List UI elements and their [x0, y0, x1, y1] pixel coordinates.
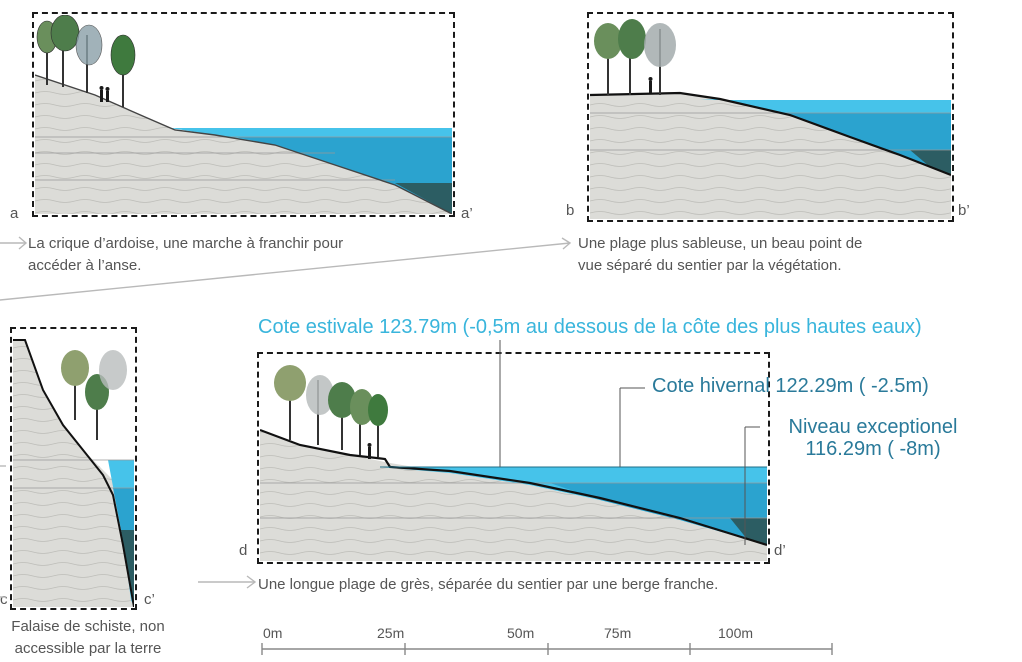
section-b-caption: Une plage plus sableuse, un beau point d…	[578, 233, 998, 277]
scale-tick-50: 50m	[507, 625, 535, 641]
person-icon	[648, 77, 653, 93]
tree-group-icon	[594, 19, 676, 95]
section-d-right-label: d’	[774, 542, 786, 559]
section-a-drawing	[35, 15, 452, 214]
section-c-frame	[10, 327, 137, 610]
tree-group-icon	[61, 350, 127, 440]
scale-tick-25: 25m	[377, 625, 405, 641]
section-a-caption-line2: accéder à l’anse.	[28, 257, 142, 274]
section-b-frame	[587, 12, 954, 222]
section-a-caption: La crique d’ardoise, une marche à franch…	[28, 233, 468, 277]
section-b-right-label: b’	[958, 202, 970, 219]
section-d-drawing	[260, 365, 767, 561]
section-b-drawing	[590, 19, 951, 219]
person-icon	[99, 86, 110, 102]
scale-bar	[261, 643, 833, 655]
person-icon	[367, 443, 372, 459]
section-a-frame	[32, 12, 455, 217]
section-a-caption-line1: La crique d’ardoise, une marche à franch…	[28, 235, 344, 252]
exceptional-level-line2: 116.29m ( -8m)	[805, 438, 941, 460]
section-c-left-label: c	[0, 591, 8, 608]
scale-tick-100: 100m	[718, 625, 754, 641]
section-d-caption: Une longue plage de grès, séparée du sen…	[258, 576, 719, 593]
section-b-caption-line2: vue séparé du sentier par la végétation.	[578, 257, 842, 274]
section-a-right-label: a’	[461, 205, 473, 222]
section-c-drawing	[13, 339, 134, 607]
summer-level-annotation: Cote estivale 123.79m (-0,5m au dessous …	[258, 316, 922, 338]
section-b-caption-line1: Une plage plus sableuse, un beau point d…	[578, 235, 863, 252]
scale-tick-75: 75m	[604, 625, 632, 641]
section-b-left-label: b	[566, 202, 575, 219]
scale-tick-0: 0m	[263, 625, 283, 641]
section-d-frame	[257, 352, 770, 564]
exceptional-level-line1: Niveau exceptionel	[788, 416, 958, 438]
exceptional-level-annotation: Niveau exceptionel 116.29m ( -8m)	[758, 416, 988, 460]
winter-level-annotation: Cote hivernal 122.29m ( -2.5m)	[652, 375, 929, 397]
section-d-left-label: d	[239, 542, 248, 559]
section-c-caption-line1: Falaise de schiste, non	[11, 618, 165, 635]
section-c-caption: Falaise de schiste, non accessible par l…	[8, 616, 168, 660]
tree-group-icon	[274, 365, 388, 457]
section-c-right-label: c’	[144, 591, 155, 608]
tree-group-icon	[36, 15, 136, 107]
section-c-caption-line2: accessible par la terre	[14, 640, 162, 657]
section-a-left-label: a	[10, 205, 19, 222]
